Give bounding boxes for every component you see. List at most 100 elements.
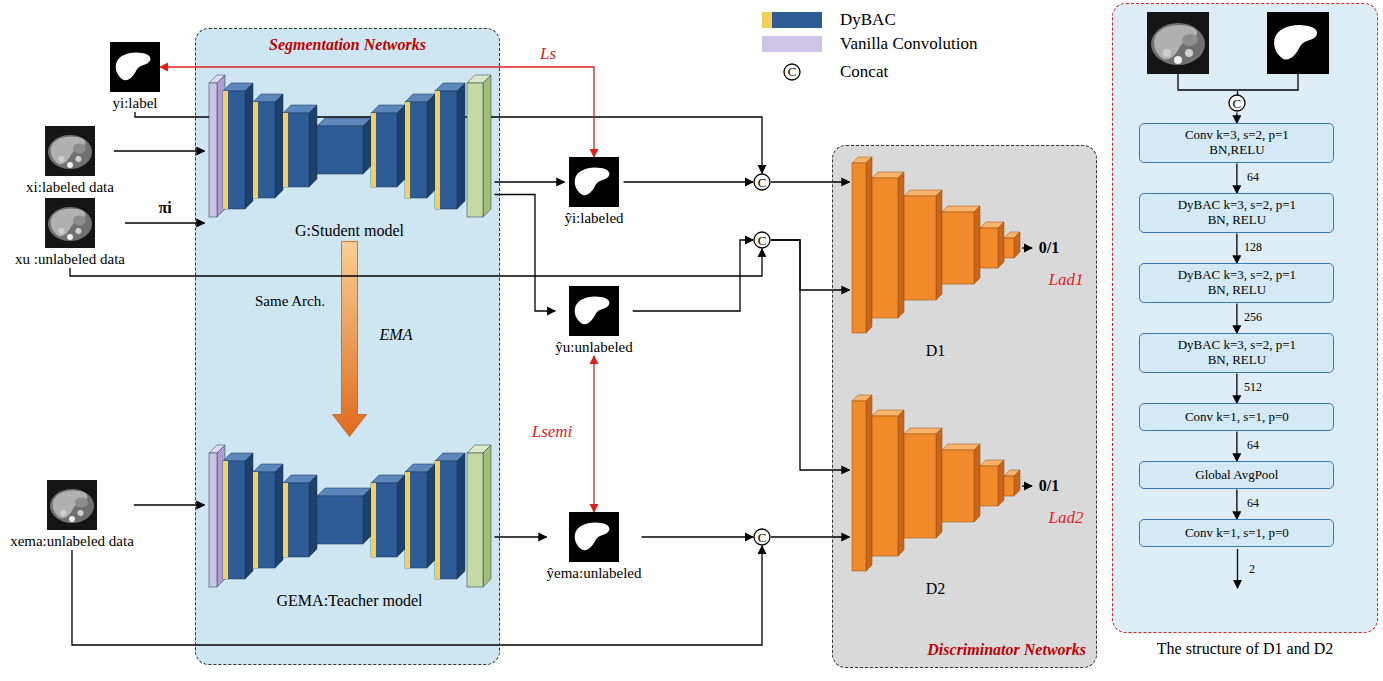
node-caption: ŷi:labeled	[564, 209, 623, 227]
legend-swatch	[762, 36, 822, 52]
segmentation-network: GEMA:Teacher model	[205, 440, 495, 610]
mask-image	[569, 512, 619, 562]
legend-text: Vanilla Convolution	[840, 35, 977, 53]
node-caption: xu :unlabeled data	[15, 250, 125, 268]
layer-text: Conv k=3, s=2, p=1 BN,RELU	[1171, 128, 1303, 158]
node-caption: D1	[850, 342, 1022, 360]
edge-label: 64	[1245, 439, 1261, 453]
segmentation-network: G:Student model	[205, 70, 495, 240]
note-label: Same Arch.	[253, 293, 327, 310]
panel-fill	[195, 28, 500, 665]
layer-box: Conv k=1, s=1, p=0	[1139, 403, 1334, 431]
label-holder: πi	[156, 199, 173, 217]
label-holder: 64	[1245, 497, 1261, 511]
edge-label: 512	[1242, 381, 1264, 395]
flow-connector	[1236, 233, 1237, 263]
layer-text: Conv k=1, s=1, p=0	[1185, 410, 1289, 425]
legend-item: DyBAC	[762, 11, 896, 29]
label-image: yi:label	[110, 42, 160, 112]
network-panel: D1D2Discriminator Networks	[832, 145, 1097, 668]
label-holder: Lad2	[1047, 508, 1086, 528]
output-arrow	[1022, 247, 1032, 248]
mask-image	[1267, 12, 1329, 74]
node-caption: GEMA:Teacher model	[205, 592, 495, 610]
discriminator: D2	[850, 388, 1022, 598]
edge-label: 256	[1242, 311, 1264, 325]
unet-drawing	[205, 440, 495, 590]
legend-item: Concat	[762, 63, 888, 81]
flow-connector	[1236, 112, 1237, 123]
discriminator-drawing	[850, 388, 1022, 578]
flow-connector	[125, 222, 205, 223]
concat-node: C	[753, 231, 771, 249]
flow-connector	[495, 536, 547, 537]
discriminator: D1	[850, 150, 1022, 360]
concat-node: C	[753, 173, 771, 191]
legend-sample	[762, 12, 822, 28]
flow-connector	[641, 536, 753, 537]
label-holder: 128	[1242, 241, 1264, 255]
unet-drawing	[205, 70, 495, 220]
panel-fill	[1112, 3, 1378, 633]
layer-box: Global AvgPool	[1139, 461, 1334, 489]
flow-connector	[495, 195, 556, 312]
layer-box: Conv k=3, s=2, p=1 BN,RELU	[1139, 123, 1334, 163]
layer-box: DyBAC k=3, s=2, p=1 BN, RELU	[1139, 333, 1334, 373]
flow-connector	[495, 181, 565, 182]
join-line	[1178, 74, 1298, 95]
ct-scan	[47, 480, 97, 530]
panel-title: Discriminator Networks	[927, 640, 1086, 659]
label-holder: C	[786, 65, 799, 80]
ema-arrow	[333, 242, 367, 437]
label-holder: Lad1	[1047, 270, 1086, 290]
edge-label: Lsemi	[530, 422, 575, 442]
edge-label: Ls	[538, 44, 558, 64]
label-holder: 64	[1245, 439, 1261, 453]
ct-image: xi:labeled data	[26, 126, 114, 196]
label-holder: 0/1	[1037, 239, 1061, 257]
flow-connector	[1236, 373, 1237, 403]
flow-connector	[114, 150, 205, 151]
layer-box: Conv k=1, s=1, p=0	[1139, 519, 1334, 547]
layer-box: DyBAC k=3, s=2, p=1 BN, RELU	[1139, 193, 1334, 233]
label-holder: Same Arch.	[253, 293, 327, 310]
concat-letter: C	[758, 176, 767, 189]
label-holder: 0/1	[1037, 477, 1061, 495]
edge-label: 64	[1245, 171, 1261, 185]
concat-node: C	[753, 528, 771, 546]
label-holder: Ls	[538, 44, 558, 64]
edge-label: EMA	[378, 326, 415, 344]
node-caption: D2	[850, 580, 1022, 598]
edge-label: πi	[156, 199, 173, 217]
layer-text: DyBAC k=3, s=2, p=1 BN, RELU	[1171, 198, 1303, 228]
loss-label: Lad2	[1047, 508, 1086, 528]
edge-label: 128	[1242, 241, 1264, 255]
loss-connector	[593, 356, 594, 512]
node-caption: G:Student model	[205, 222, 495, 240]
flow-connector	[1236, 431, 1237, 461]
mask-image	[569, 286, 619, 336]
label-holder: Lsemi	[530, 422, 575, 442]
legend-item: Vanilla Convolution	[762, 35, 977, 53]
label-holder: EMA	[378, 326, 415, 344]
legend-text: Concat	[840, 63, 888, 81]
output-label: 0/1	[1037, 477, 1061, 495]
flow-connector	[771, 240, 850, 290]
loss-label: Lad1	[1047, 270, 1086, 290]
node-caption: ŷema:unlabeled	[547, 564, 642, 582]
flow-connector	[771, 240, 850, 470]
ct-image: xema:unlabeled data	[10, 480, 134, 550]
flow-connector	[1236, 303, 1237, 333]
flow-connector	[771, 536, 850, 537]
concat-node: C	[1228, 94, 1246, 112]
label-holder: 64	[1245, 171, 1261, 185]
mask-image	[569, 157, 619, 207]
label-holder: 2	[1247, 563, 1257, 577]
concat-letter: C	[1233, 97, 1242, 110]
concat-symbol-letter: C	[786, 65, 799, 80]
edge-label: 64	[1245, 497, 1261, 511]
prediction-image: ŷi:labeled	[564, 157, 623, 227]
label-holder: 256	[1242, 311, 1264, 325]
flow-connector	[1236, 163, 1237, 193]
